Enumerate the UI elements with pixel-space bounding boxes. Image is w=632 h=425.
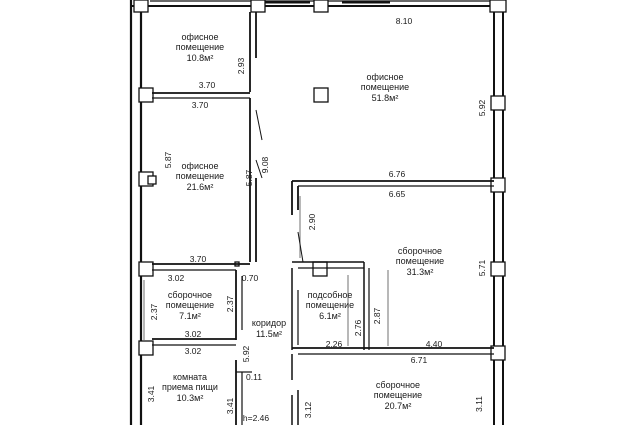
room-office-3-name-line-2: помещение [176, 171, 224, 181]
dim-label: 3.02 [185, 346, 202, 356]
dim-label: 3.41 [225, 397, 235, 414]
dim-label: 0.70 [242, 273, 259, 283]
room-corridor-name: коридор [252, 318, 286, 328]
room-office-3: офисное помещение 21.6м² [176, 161, 224, 192]
room-office-1-name-line-2: помещение [176, 42, 224, 52]
dim-label: 5.92 [241, 345, 251, 362]
dim-label: 4.40 [426, 339, 443, 349]
dim-label: 0.11 [246, 372, 262, 382]
room-assembly-2-area: 7.1м² [179, 311, 201, 321]
room-assembly-1-area: 31.3м² [407, 267, 434, 277]
columns [133, 0, 507, 361]
room-office-3-name-line-1: офисное [182, 161, 219, 171]
room-corridor: коридор 11.5м² [252, 318, 286, 339]
dim-label: 2.90 [307, 213, 317, 230]
room-assembly-3-name-line-1: сборочное [376, 380, 420, 390]
room-food-area: 10.3м² [177, 393, 204, 403]
room-office-1-name-line-1: офисное [182, 32, 219, 42]
dim-label: 5.92 [477, 99, 487, 116]
dim-label: 2.76 [353, 319, 363, 336]
room-office-1: офисное помещение 10.8м² [176, 32, 224, 63]
room-office-1-area: 10.8м² [187, 53, 214, 63]
room-assembly-2: сборочное помещение 7.1м² [166, 290, 214, 321]
dim-label: 3.12 [303, 401, 313, 418]
room-assembly-1: сборочное помещение 31.3м² [396, 246, 444, 277]
dim-label: 3.02 [185, 329, 202, 339]
interior-walls [143, 12, 494, 425]
dim-label: 2.26 [326, 339, 343, 349]
dim-label: 3.41 [146, 385, 156, 402]
room-assembly-3: сборочное помещение 20.7м² [374, 380, 422, 411]
dim-label: 5.71 [477, 259, 487, 276]
room-office-2-name-line-1: офисное [367, 72, 404, 82]
dimension-labels: 8.10 2.93 3.70 3.70 5.92 5.87 5.87 9.08 … [146, 16, 487, 423]
room-food-name-line-2: приема пищи [162, 382, 218, 392]
room-utility-area: 6.1м² [319, 311, 341, 321]
dim-label: 3.70 [192, 100, 209, 110]
dim-label: 3.02 [168, 273, 185, 283]
room-assembly-3-name-line-2: помещение [374, 390, 422, 400]
dim-label: 2.87 [372, 307, 382, 324]
dim-label: 2.93 [236, 57, 246, 74]
room-assembly-2-name-line-2: помещение [166, 300, 214, 310]
room-assembly-3-area: 20.7м² [385, 401, 412, 411]
room-office-2-area: 51.8м² [372, 93, 399, 103]
room-assembly-2-name-line-1: сборочное [168, 290, 212, 300]
room-utility-name-line-1: подсобное [308, 290, 353, 300]
room-utility-name-line-2: помещение [306, 300, 354, 310]
room-office-2-name-line-2: помещение [361, 82, 409, 92]
room-food: комната приема пищи 10.3м² [162, 372, 218, 403]
room-assembly-1-name-line-1: сборочное [398, 246, 442, 256]
dim-label: 3.70 [199, 80, 216, 90]
dim-label: 6.65 [389, 189, 406, 199]
ceiling-height-label: h=2.46 [243, 413, 270, 423]
room-office-2: офисное помещение 51.8м² [361, 72, 409, 103]
dim-label: 2.37 [149, 303, 159, 320]
dim-label: 2.37 [225, 295, 235, 312]
outer-walls [129, 0, 504, 425]
dim-label: 5.87 [163, 151, 173, 168]
room-food-name-line-1: комната [173, 372, 207, 382]
dim-label: 9.08 [260, 156, 270, 173]
room-assembly-1-name-line-2: помещение [396, 256, 444, 266]
dim-label: 3.70 [190, 254, 207, 264]
dim-label: 5.87 [244, 169, 254, 186]
dim-label: 6.76 [389, 169, 406, 179]
room-utility: подсобное помещение 6.1м² [306, 290, 354, 321]
room-corridor-area: 11.5м² [256, 329, 282, 339]
dim-label: 3.11 [474, 396, 484, 412]
dim-label: 8.10 [396, 16, 413, 26]
room-office-3-area: 21.6м² [187, 182, 214, 192]
dim-label: 6.71 [411, 355, 428, 365]
